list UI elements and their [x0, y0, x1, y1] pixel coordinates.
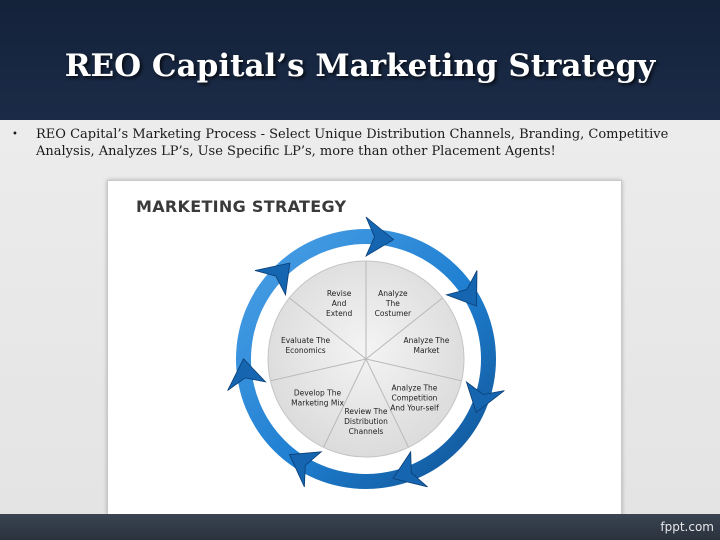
watermark-text: fppt.com	[660, 520, 714, 534]
slide-title: REO Capital’s Marketing Strategy	[64, 48, 656, 84]
cycle-arrow-icon	[365, 216, 395, 257]
wheel-divider	[323, 358, 367, 448]
bullet-text: REO Capital’s Marketing Process - Select…	[36, 127, 669, 159]
footer-bar	[0, 514, 720, 540]
diagram-title: MARKETING STRATEGY	[136, 197, 347, 216]
wheel-divider	[365, 297, 443, 360]
wheel-divider	[365, 358, 409, 448]
wheel-divider	[289, 297, 367, 360]
wheel-divider	[270, 358, 367, 382]
cycle-arrow-icon	[254, 262, 291, 297]
cycle-arrow-icon	[445, 270, 478, 307]
wheel-divider	[365, 358, 462, 382]
bullet-item: • REO Capital’s Marketing Process - Sele…	[10, 126, 700, 160]
cycle-arrow-icon	[288, 451, 323, 488]
bullet-marker: •	[12, 129, 18, 140]
title-banner	[0, 0, 720, 120]
cycle-arrow-icon	[227, 358, 267, 391]
cycle-arrow-icon	[392, 450, 428, 488]
cycle-arrow-icon	[465, 380, 505, 414]
